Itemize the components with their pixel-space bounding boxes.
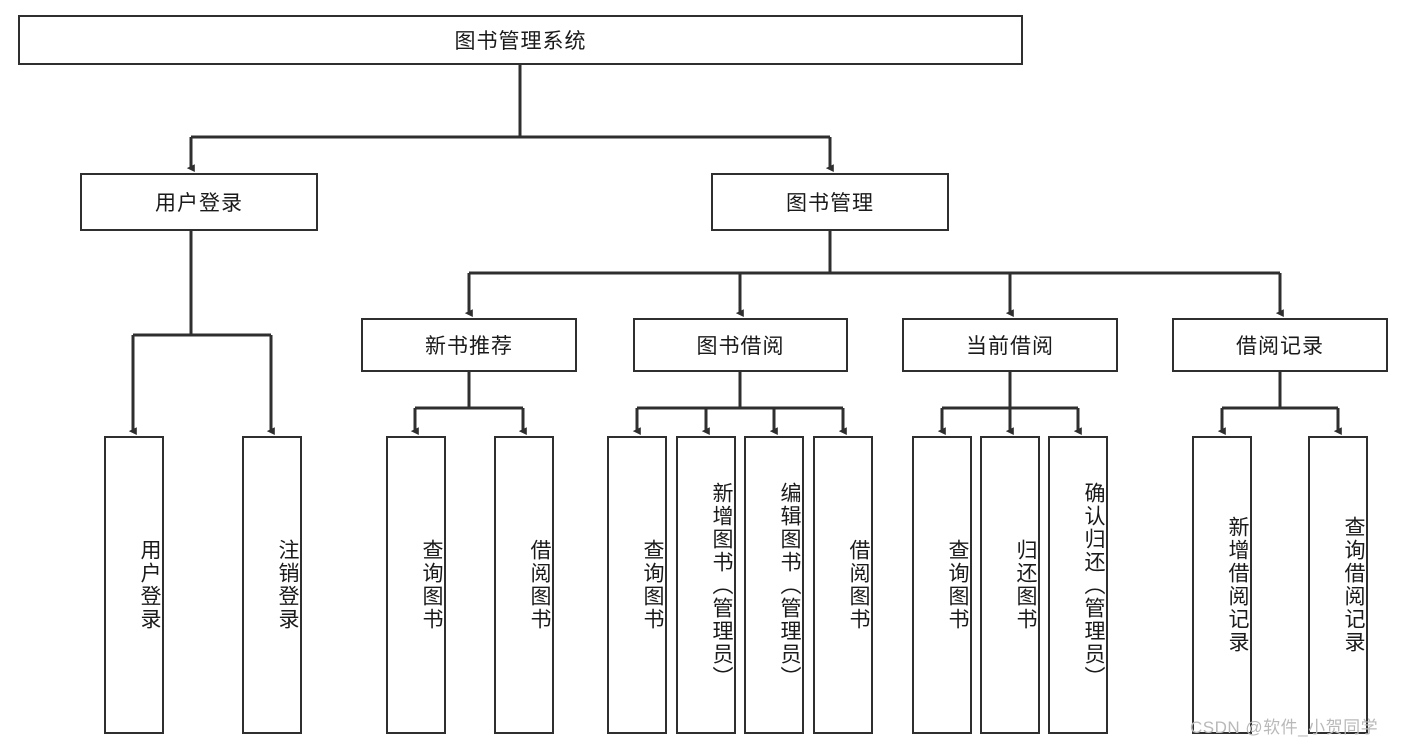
node-label: 借阅记录 <box>1236 335 1324 358</box>
node-label: 查询图书 <box>420 539 443 631</box>
node-label: 用户登录 <box>155 192 243 215</box>
node-label: 归还图书 <box>1014 539 1037 631</box>
node-label: 图书管理系统 <box>454 30 587 53</box>
leaf-borrow-book[interactable]: 借阅图书 <box>813 436 873 734</box>
node-user-login[interactable]: 用户登录 <box>80 173 318 231</box>
csdn-watermark: CSDN @软件_小贺同学 <box>1190 718 1379 737</box>
node-label: 编辑图书（管理员） <box>778 481 801 689</box>
node-label: 新增图书（管理员） <box>710 481 733 689</box>
leaf-add-borrow-record[interactable]: 新增借阅记录 <box>1192 436 1252 734</box>
leaf-query-book-borrow[interactable]: 查询图书 <box>607 436 667 734</box>
leaf-add-book-admin[interactable]: 新增图书（管理员） <box>676 436 736 734</box>
node-label: 当前借阅 <box>966 335 1054 358</box>
node-label: 图书借阅 <box>696 335 785 358</box>
node-new-book-recommend[interactable]: 新书推荐 <box>361 318 577 372</box>
node-label: 新增借阅记录 <box>1226 516 1249 654</box>
node-label: 查询图书 <box>946 539 969 631</box>
leaf-borrow-book-recommend[interactable]: 借阅图书 <box>494 436 554 734</box>
node-label: 新书推荐 <box>425 335 513 358</box>
leaf-query-borrow-record[interactable]: 查询借阅记录 <box>1308 436 1368 734</box>
node-current-borrow[interactable]: 当前借阅 <box>902 318 1118 372</box>
node-label: 借阅图书 <box>528 539 551 631</box>
node-book-management[interactable]: 图书管理 <box>711 173 949 231</box>
node-label: 注销登录 <box>276 539 299 631</box>
leaf-logout[interactable]: 注销登录 <box>242 436 302 734</box>
node-label: 用户登录 <box>138 539 161 631</box>
node-book-borrow[interactable]: 图书借阅 <box>633 318 848 372</box>
node-label: 确认归还（管理员） <box>1082 481 1105 689</box>
node-borrow-record[interactable]: 借阅记录 <box>1172 318 1388 372</box>
node-label: 图书管理 <box>786 192 874 215</box>
leaf-query-book-recommend[interactable]: 查询图书 <box>386 436 446 734</box>
leaf-confirm-return-admin[interactable]: 确认归还（管理员） <box>1048 436 1108 734</box>
leaf-user-login[interactable]: 用户登录 <box>104 436 164 734</box>
leaf-return-book[interactable]: 归还图书 <box>980 436 1040 734</box>
node-label: 借阅图书 <box>847 539 870 631</box>
node-root-system[interactable]: 图书管理系统 <box>18 15 1023 65</box>
node-label: 查询借阅记录 <box>1342 516 1365 654</box>
node-label: 查询图书 <box>641 539 664 631</box>
leaf-query-book-current[interactable]: 查询图书 <box>912 436 972 734</box>
leaf-edit-book-admin[interactable]: 编辑图书（管理员） <box>744 436 804 734</box>
